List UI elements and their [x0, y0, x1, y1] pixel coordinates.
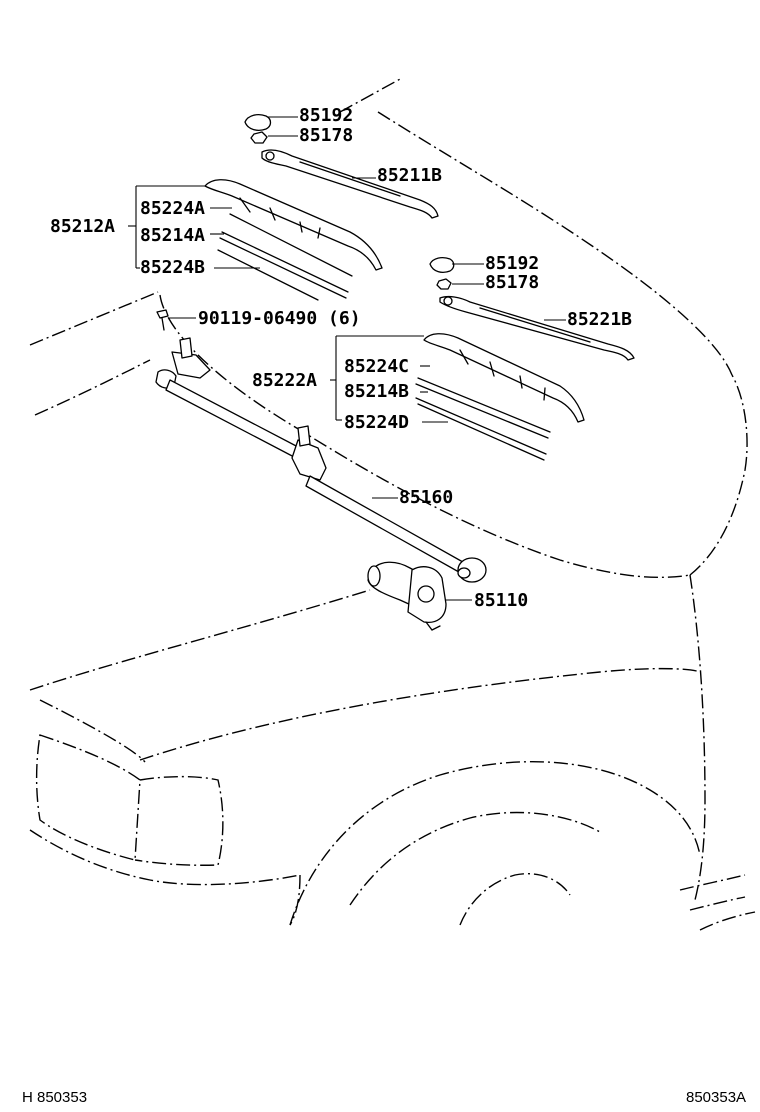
callout-blade-right-2: 85214B	[344, 381, 409, 402]
callout-nut-left: 85178	[299, 125, 353, 146]
callout-blade-assembly-left: 85212A	[50, 216, 115, 237]
callout-arm-right: 85221B	[567, 309, 632, 330]
callout-nut-right: 85178	[485, 272, 539, 293]
right-blade-assembly	[415, 333, 585, 461]
callout-arm-left: 85211B	[377, 165, 442, 186]
mounting-screw	[156, 309, 169, 331]
left-wiper-arm	[261, 149, 439, 219]
wiper-motor	[367, 561, 447, 631]
right-arm-cap	[429, 257, 455, 273]
callout-blade-right-3: 85224D	[344, 412, 409, 433]
footer-left-code: H 850353	[22, 1089, 87, 1106]
vehicle-body-outline	[29, 77, 756, 931]
callout-blade-right-1: 85224C	[344, 356, 409, 377]
callout-screw: 90119-06490 (6)	[198, 308, 361, 329]
left-arm-cap	[244, 114, 272, 131]
left-blade-assembly	[204, 179, 383, 301]
callout-motor: 85110	[474, 590, 528, 611]
callout-blade-assembly-right: 85222A	[252, 370, 317, 391]
right-arm-nut	[436, 278, 452, 290]
footer-right-code: 850353A	[686, 1089, 746, 1106]
leader-lines	[128, 116, 566, 601]
callout-blade-left-3: 85224B	[140, 257, 205, 278]
callout-cap-right: 85192	[485, 253, 539, 274]
callout-blade-left-1: 85224A	[140, 198, 205, 219]
callout-link: 85160	[399, 487, 453, 508]
callout-labels: 85192 85178 85211B 85212A 85224A 85214A …	[50, 105, 632, 611]
wiper-link-assembly	[155, 337, 487, 583]
callout-blade-left-2: 85214A	[140, 225, 205, 246]
footer-codes: H 850353 850353A	[22, 1089, 746, 1106]
left-arm-nut	[250, 131, 268, 144]
right-wiper-arm	[439, 295, 635, 361]
callout-cap-left: 85192	[299, 105, 353, 126]
